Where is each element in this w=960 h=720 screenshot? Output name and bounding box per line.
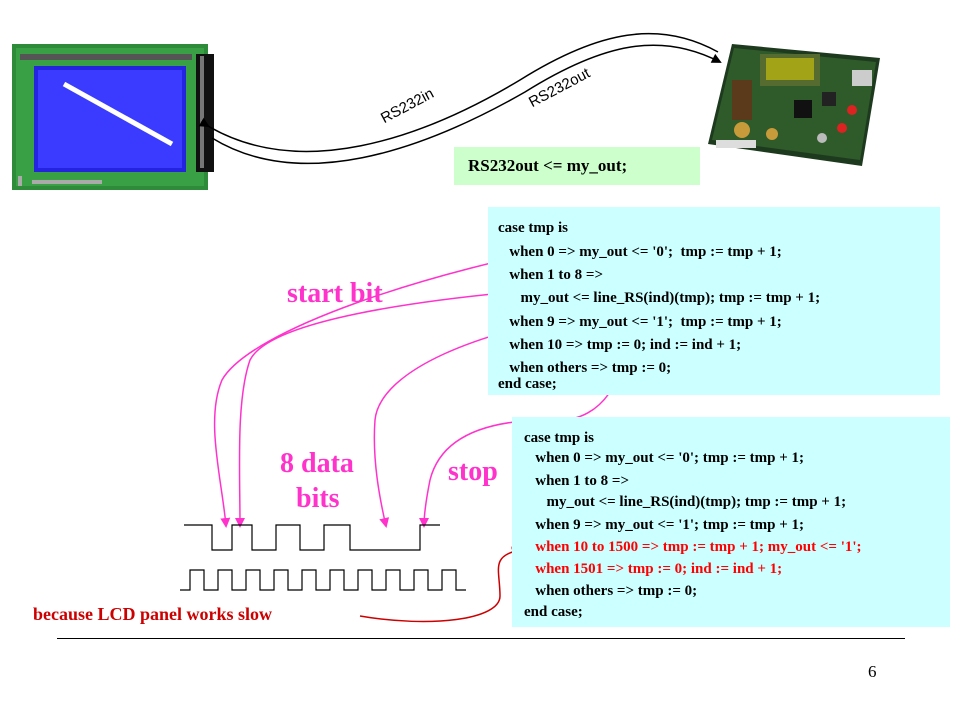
slow-note-arrow [359, 546, 522, 623]
fpga-board-image [708, 44, 880, 166]
page-number: 6 [868, 662, 877, 681]
stop-bit-label: stop [448, 456, 498, 487]
data-waveform [184, 524, 440, 551]
data-bits-label-line1: 8 data [280, 448, 354, 479]
code-line: when 1 to 8 => [498, 267, 604, 283]
code-line: when 9 => my_out <= '1'; tmp := tmp + 1; [498, 314, 782, 330]
assignment-box: RS232out <= my_out; [454, 147, 700, 185]
code-line: my_out <= line_RS(ind)(tmp); tmp := tmp … [524, 494, 847, 510]
code-line: my_out <= line_RS(ind)(tmp); tmp := tmp … [498, 290, 821, 306]
code-block-bottom: case tmp is when 0 => my_out <= '0'; tmp… [512, 417, 950, 627]
cable-line-in [198, 32, 719, 153]
code-line: when 0 => my_out <= '0'; tmp := tmp + 1; [498, 244, 782, 260]
start-bit-label: start bit [287, 278, 383, 309]
code-line: end case; [524, 604, 583, 620]
data-bits-label-line2: bits [296, 483, 340, 514]
code-line: end case; [498, 376, 557, 392]
code-line: when 9 => my_out <= '1'; tmp := tmp + 1; [524, 517, 805, 533]
code-line: when others => tmp := 0; [524, 583, 698, 599]
code-line-highlight: when 1501 => tmp := 0; ind := ind + 1; [524, 561, 783, 577]
clock-waveform [180, 569, 466, 591]
start-bit-arrow [213, 241, 593, 528]
footer-divider [57, 638, 905, 639]
code-line-highlight: when 10 to 1500 => tmp := tmp + 1; my_ou… [524, 539, 862, 555]
slow-note: because LCD panel works slow [33, 604, 273, 624]
lcd-panel-image [12, 44, 214, 190]
data-bit-arrow-1 [234, 289, 536, 528]
code-block-top: case tmp is when 0 => my_out <= '0'; tmp… [488, 207, 940, 395]
code-line: when others => tmp := 0; [498, 360, 672, 376]
code-line: case tmp is [498, 220, 568, 236]
cable-line-out [211, 44, 722, 165]
code-line: case tmp is [524, 430, 594, 446]
code-line: when 1 to 8 => [524, 473, 630, 489]
code-line: when 10 => tmp := 0; ind := ind + 1; [498, 337, 742, 353]
code-line: when 0 => my_out <= '0'; tmp := tmp + 1; [524, 450, 805, 466]
